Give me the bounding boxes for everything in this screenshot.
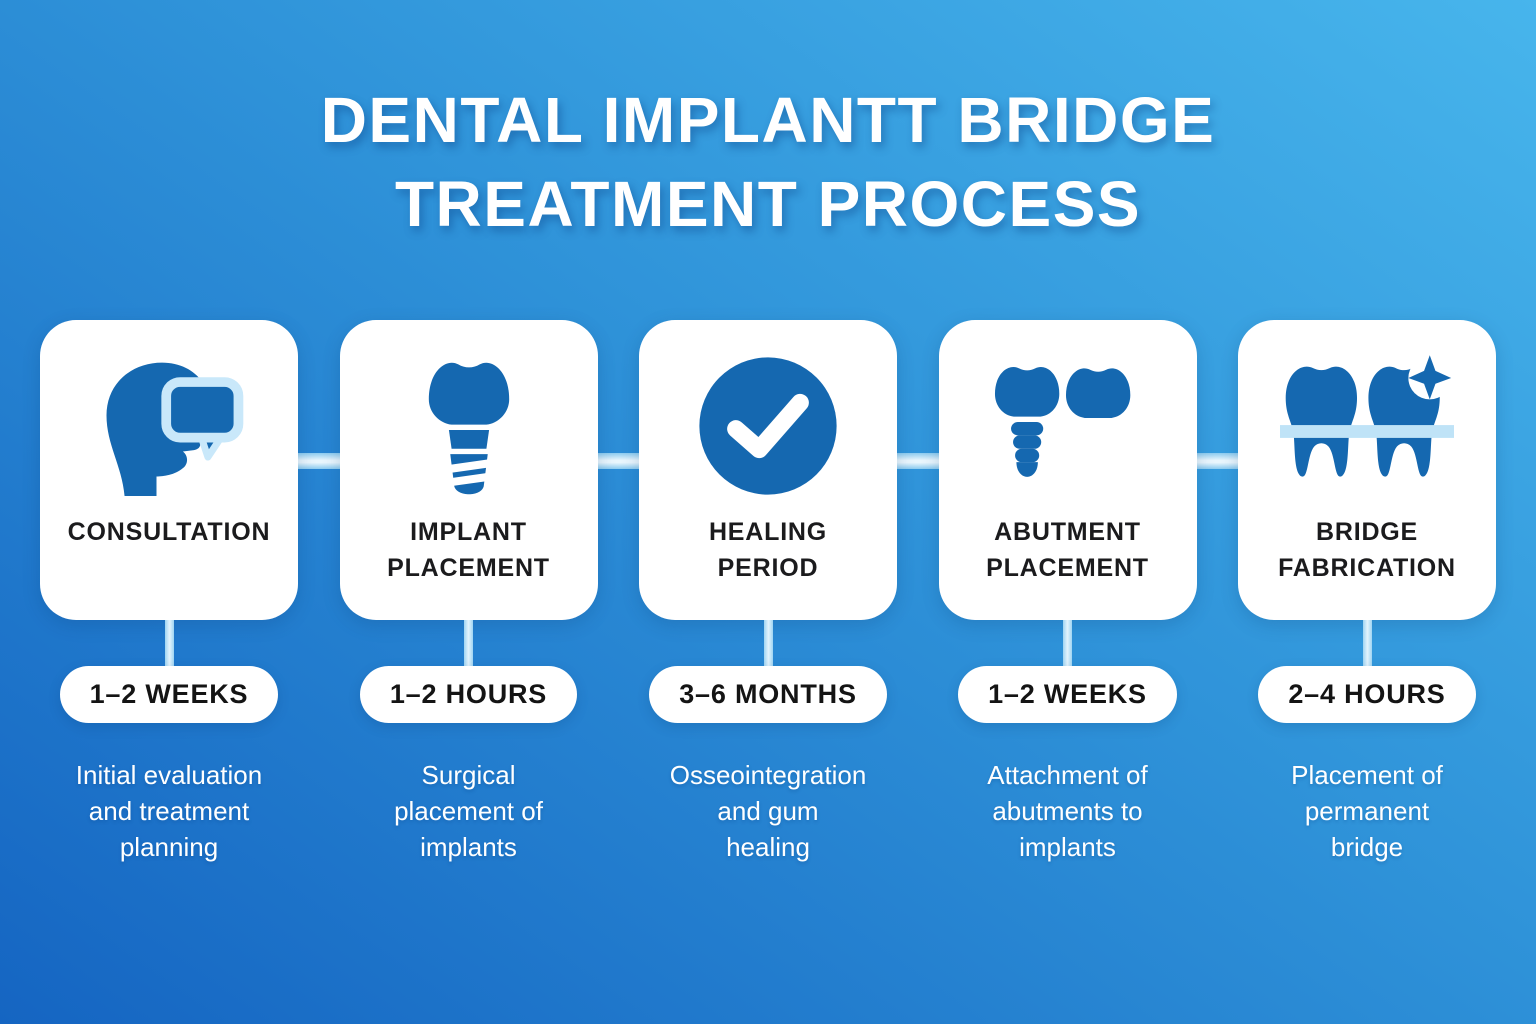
page-title-line2: TREATMENT PROCESS: [394, 168, 1142, 240]
vertical-connector-line: [763, 620, 773, 666]
abutment-bridge-icon: [984, 346, 1152, 506]
treatment-timeline: CONSULTATION 1–2 WEEKS Initial evaluatio…: [40, 320, 1496, 865]
vertical-connector-line: [464, 620, 473, 666]
implant-icon: [402, 346, 536, 506]
step-column-bridge-fabrication: BRIDGE FABRICATION 2–4 HOURS Placement o…: [1238, 320, 1496, 865]
check-circle-icon: [695, 346, 841, 506]
step-column-abutment-placement: ABUTMENT PLACEMENT 1–2 WEEKS Attachment …: [938, 320, 1197, 865]
step-card-abutment-placement: ABUTMENT PLACEMENT: [938, 320, 1197, 620]
step-description: Initial evaluation and treatment plannin…: [75, 760, 263, 862]
step-title: BRIDGE FABRICATION: [1278, 518, 1456, 582]
duration-pill: 2–4 HOURS: [1258, 666, 1476, 723]
step-column-consultation: CONSULTATION 1–2 WEEKS Initial evaluatio…: [40, 320, 298, 865]
duration-pill: 1–2 WEEKS: [958, 666, 1177, 723]
step-card-healing-period: HEALING PERIOD: [639, 320, 897, 620]
step-title: CONSULTATION: [67, 518, 271, 546]
step-column-implant-placement: IMPLANT PLACEMENT 1–2 HOURS Surgical pla…: [339, 320, 598, 865]
step-card-consultation: CONSULTATION: [40, 320, 298, 620]
step-title: ABUTMENT PLACEMENT: [986, 518, 1149, 582]
vertical-connector-line: [1362, 620, 1372, 666]
duration-pill: 1–2 WEEKS: [59, 666, 279, 723]
step-description: Surgical placement of implants: [394, 760, 543, 862]
step-column-healing-period: HEALING PERIOD 3–6 MONTHS Osseointegrati…: [639, 320, 897, 865]
step-description: Attachment of abutments to implants: [987, 760, 1148, 862]
step-title: HEALING PERIOD: [708, 518, 828, 582]
page-title: DENTAL IMPLANTT BRIDGE TREATMENT PROCESS: [0, 0, 1536, 246]
bridge-teeth-sparkle-icon: [1280, 346, 1454, 506]
duration-pill: 1–2 HOURS: [359, 666, 578, 723]
step-title: IMPLANT PLACEMENT: [387, 518, 550, 582]
step-description: Placement of permanent bridge: [1291, 760, 1443, 862]
step-card-bridge-fabrication: BRIDGE FABRICATION: [1238, 320, 1496, 620]
vertical-connector-line: [1063, 620, 1072, 666]
vertical-connector-line: [164, 620, 174, 666]
duration-pill: 3–6 MONTHS: [649, 666, 887, 723]
consultation-head-icon: [94, 346, 244, 506]
step-description: Osseointegration and gum healing: [669, 760, 867, 862]
step-card-implant-placement: IMPLANT PLACEMENT: [339, 320, 598, 620]
page-title-line1: DENTAL IMPLANTT BRIDGE: [320, 84, 1216, 156]
